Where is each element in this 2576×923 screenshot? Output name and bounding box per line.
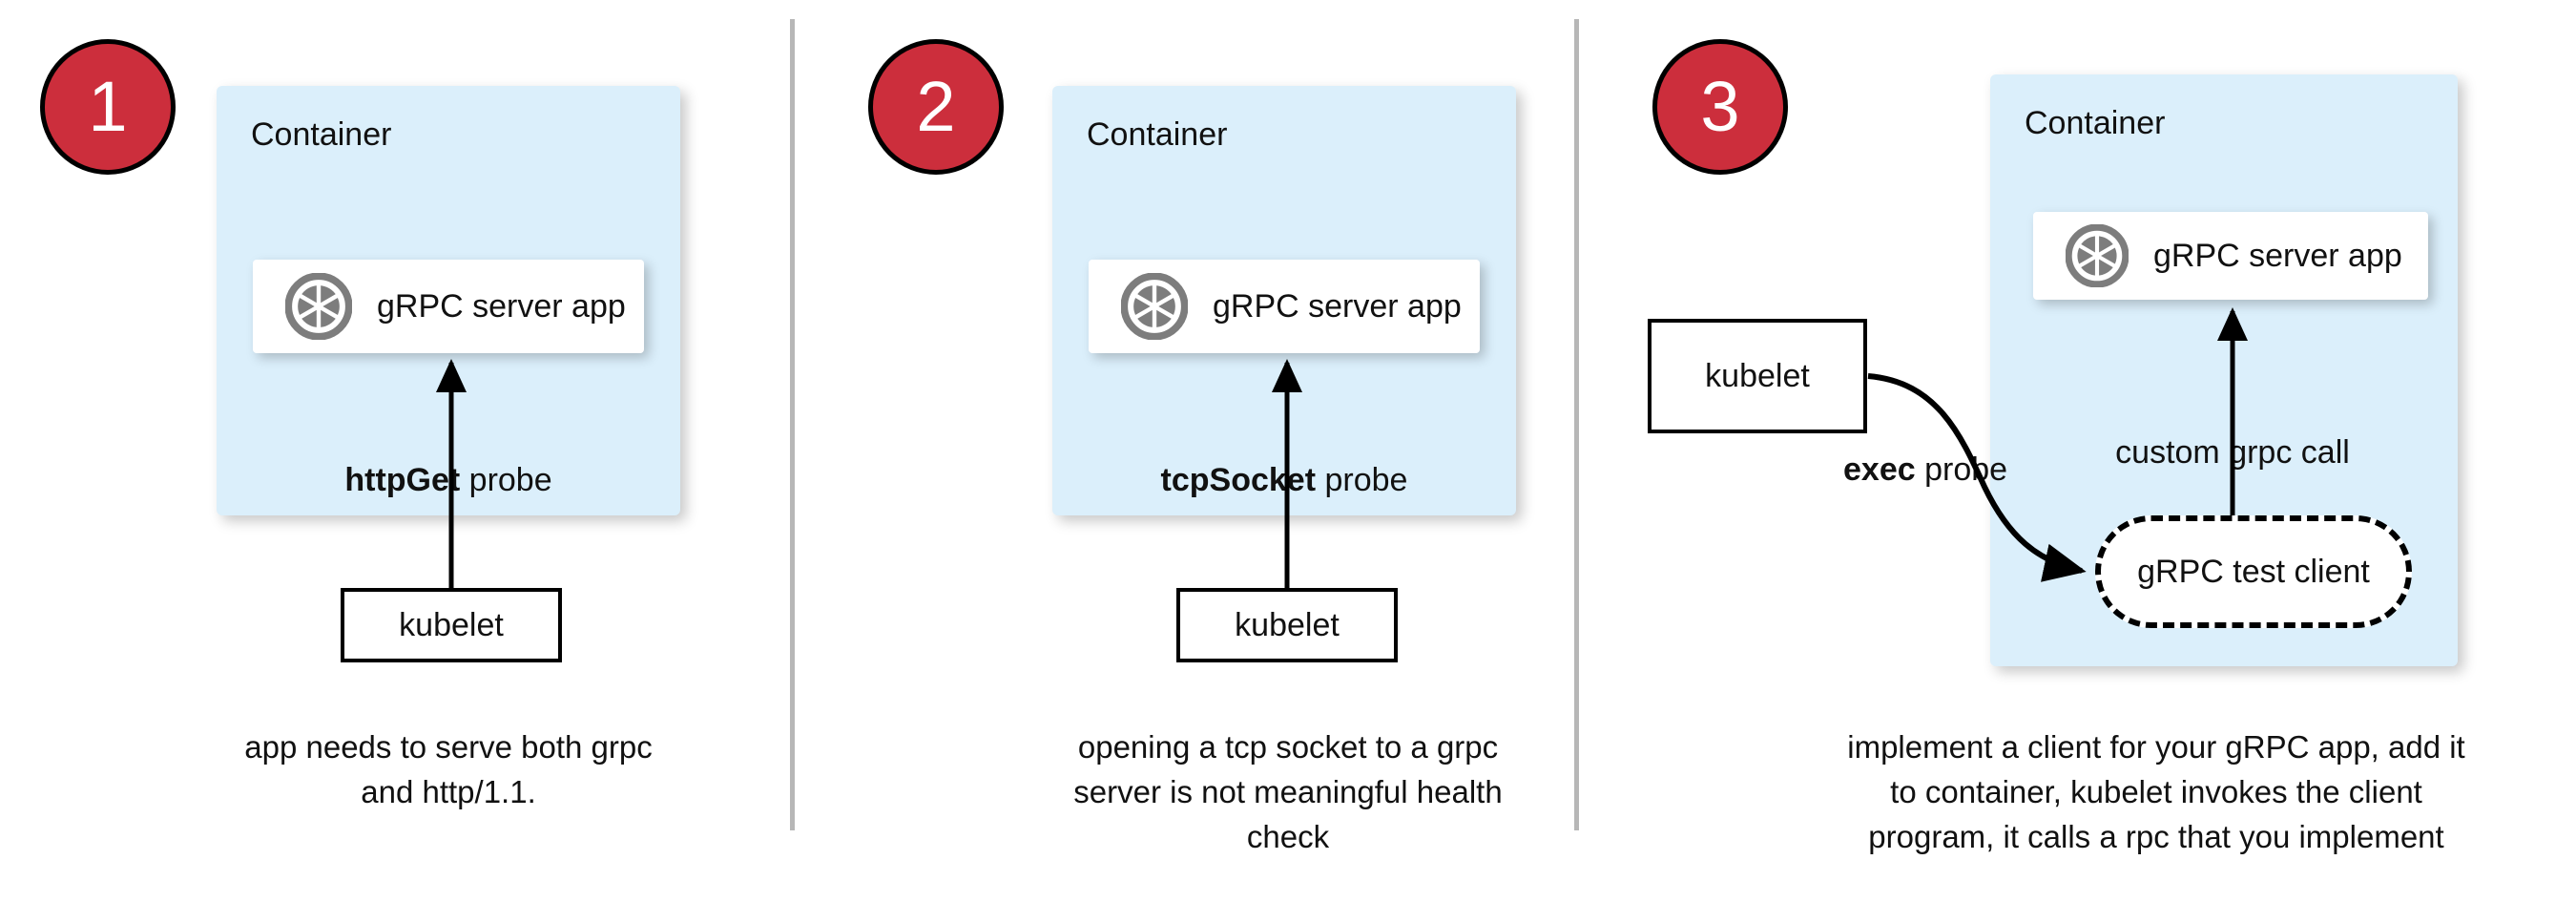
panel-caption-2: opening a tcp socket to a grpc server is… bbox=[1073, 729, 1503, 854]
custom-grpc-call-label: custom grpc call bbox=[2115, 434, 2350, 471]
grpc-aperture-icon bbox=[285, 273, 352, 340]
container-label-1: Container bbox=[251, 116, 392, 153]
probe-word-1: probe bbox=[460, 462, 552, 498]
kubelet-box-3: kubelet bbox=[1648, 319, 1867, 433]
step-badge-3: 3 bbox=[1652, 39, 1788, 175]
grpc-server-app-card-1: gRPC server app bbox=[253, 260, 644, 353]
step-badge-2: 2 bbox=[868, 39, 1004, 175]
step-badge-1: 1 bbox=[40, 39, 176, 175]
probe-type-3: exec bbox=[1843, 451, 1916, 488]
step-badge-3-number: 3 bbox=[1700, 67, 1740, 146]
panel-caption-1: app needs to serve both grpc and http/1.… bbox=[244, 729, 653, 809]
grpc-server-app-card-2: gRPC server app bbox=[1089, 260, 1480, 353]
grpc-server-app-label-1: gRPC server app bbox=[377, 287, 626, 325]
probe-word-3: probe bbox=[1915, 451, 2008, 488]
probe-type-2: tcpSocket bbox=[1160, 462, 1317, 498]
grpc-test-client-box: gRPC test client bbox=[2095, 515, 2412, 628]
probe-type-1: httpGet bbox=[344, 462, 461, 498]
grpc-server-app-card-3: gRPC server app bbox=[2033, 212, 2428, 300]
grpc-aperture-icon bbox=[1121, 273, 1188, 340]
panel-caption-3: implement a client for your gRPC app, ad… bbox=[1847, 729, 2465, 854]
kubelet-label-3: kubelet bbox=[1705, 357, 1810, 394]
kubelet-label-1: kubelet bbox=[399, 606, 504, 643]
kubelet-box-1: kubelet bbox=[341, 588, 562, 662]
probe-label-2: tcpSocket probe bbox=[1055, 462, 1513, 499]
panel-divider-2 bbox=[1574, 19, 1579, 830]
kubelet-box-2: kubelet bbox=[1176, 588, 1398, 662]
panel-divider-1 bbox=[790, 19, 795, 830]
kubelet-label-2: kubelet bbox=[1235, 606, 1340, 643]
grpc-aperture-icon bbox=[2066, 224, 2129, 287]
probe-word-2: probe bbox=[1316, 462, 1408, 498]
container-label-3: Container bbox=[2025, 105, 2166, 141]
step-badge-2-number: 2 bbox=[916, 67, 956, 146]
container-label-2: Container bbox=[1087, 116, 1228, 153]
grpc-server-app-label-3: gRPC server app bbox=[2153, 237, 2402, 274]
grpc-server-app-label-2: gRPC server app bbox=[1213, 287, 1462, 325]
step-badge-1-number: 1 bbox=[88, 67, 128, 146]
probe-label-1: httpGet probe bbox=[219, 462, 677, 499]
